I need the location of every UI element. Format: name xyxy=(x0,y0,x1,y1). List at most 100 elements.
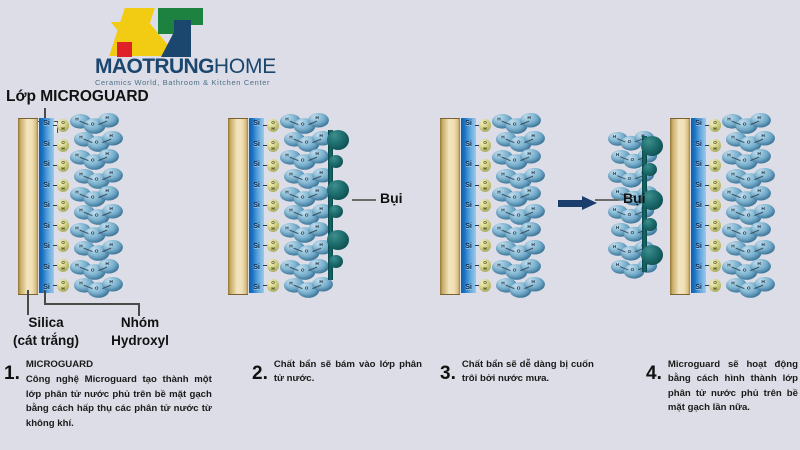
logo-green-stem xyxy=(158,8,175,34)
si-atom-label: Si xyxy=(253,243,260,250)
hydrogen-label: H xyxy=(615,188,620,194)
hydroxyl-group xyxy=(53,259,69,272)
hydrogen-label: H xyxy=(727,261,731,267)
water-hydrogen-lobe xyxy=(98,185,119,201)
step-body: Chất bẩn sẽ dễ dàng bị cuốn trôi bởi nướ… xyxy=(462,358,594,387)
hydroxyl-callout-line2: Hydroxyl xyxy=(111,333,169,349)
hydroxyl-callout: Nhóm Hydroxyl xyxy=(94,314,186,350)
oxygen-label: O xyxy=(94,212,99,218)
si-atom-label: Si xyxy=(253,120,260,127)
hydrogen-label: H xyxy=(527,224,531,230)
hydrogen-label: H xyxy=(501,243,505,249)
tile-substrate xyxy=(228,118,248,295)
hydroxyl-leader-vertical-down xyxy=(138,303,140,316)
hydrogen-label: H xyxy=(109,169,113,175)
oxygen-label: O xyxy=(630,157,635,162)
hydrogen-label: H xyxy=(319,242,323,248)
water-hydrogen-lobe xyxy=(98,149,119,164)
oxygen-label: O xyxy=(746,248,751,254)
step-item-2: 2. Chất bẩn sẽ bám vào lớp phân tử nước. xyxy=(252,358,422,387)
hydroxyl-group xyxy=(263,119,279,132)
si-atom-label: Si xyxy=(43,202,50,209)
si-oh-bond xyxy=(705,185,709,186)
oxygen-label: O xyxy=(94,175,99,182)
step-heading: MICROGUARD xyxy=(25,359,94,370)
hydroxyl-group xyxy=(705,259,721,272)
dust-blob xyxy=(327,130,349,150)
hydroxyl-group xyxy=(475,199,491,212)
hydroxyl-group xyxy=(53,179,69,192)
hydrogen-label: H xyxy=(727,188,731,195)
water-hydrogen-lobe xyxy=(98,222,119,237)
si-atom-label: Si xyxy=(695,222,702,230)
step-number: 4. xyxy=(646,363,662,384)
hydrogen-label: H xyxy=(105,224,109,230)
water-hydrogen-lobe xyxy=(750,113,771,128)
oxygen-label: O xyxy=(300,121,305,127)
oxygen-label: O xyxy=(94,248,99,254)
hydrogen-label: H xyxy=(527,151,531,157)
si-atom-label: Si xyxy=(253,222,260,230)
hydroxyl-group xyxy=(263,279,279,292)
hydrogen-label: H xyxy=(109,278,113,285)
si-oh-bond xyxy=(475,125,479,126)
water-hydrogen-lobe xyxy=(524,276,545,292)
hydroxyl-column xyxy=(705,119,722,292)
oxygen-label: O xyxy=(516,285,521,291)
water-hydrogen-lobe xyxy=(102,240,123,255)
oxygen-label: O xyxy=(746,175,751,182)
si-oh-bond xyxy=(263,125,267,126)
water-hydrogen-lobe xyxy=(754,131,775,146)
step-number: 3. xyxy=(440,363,456,384)
water-hydrogen-lobe xyxy=(520,113,541,128)
water-hydrogen-lobe xyxy=(754,276,775,292)
step-item-3: 3. Chất bẩn sẽ dễ dàng bị cuốn trôi bởi … xyxy=(440,358,600,387)
si-oh-bond xyxy=(53,225,57,226)
si-oh-bond xyxy=(475,145,479,146)
hydrogen-label: H xyxy=(285,188,289,195)
oxygen-label: O xyxy=(304,175,309,182)
si-oh-bond xyxy=(475,205,479,206)
si-oh-bond xyxy=(705,285,709,286)
si-atom-label: Si xyxy=(43,284,50,291)
si-atom-label: Si xyxy=(253,140,260,148)
hydrogen-label: H xyxy=(105,115,109,121)
hydrogen-label: H xyxy=(319,169,323,175)
si-oh-bond xyxy=(53,285,57,286)
hydrogen-label: H xyxy=(319,133,323,139)
hydroxyl-group xyxy=(475,179,491,192)
hydroxyl-group xyxy=(53,139,69,152)
oxygen-label: O xyxy=(746,285,751,291)
si-oh-bond xyxy=(53,245,57,246)
tile-substrate xyxy=(440,118,460,295)
hydrogen-label: H xyxy=(105,187,109,194)
water-hydrogen-lobe xyxy=(524,167,545,183)
si-oh-bond xyxy=(263,205,267,206)
hydrogen-label: H xyxy=(761,242,765,248)
oxygen-label: O xyxy=(630,266,635,272)
hydroxyl-group xyxy=(263,159,279,172)
si-atom-label: Si xyxy=(253,181,260,189)
water-hydrogen-lobe xyxy=(308,185,329,201)
logo-wordmark-light: HOME xyxy=(213,55,277,78)
hydroxyl-leader-horizontal xyxy=(44,303,139,305)
si-oh-bond xyxy=(263,285,267,286)
water-molecule: HOH xyxy=(608,204,655,226)
si-atom-label: Si xyxy=(695,202,702,209)
oxygen-label: O xyxy=(90,266,95,273)
hydroxyl-group xyxy=(53,279,69,292)
oxygen-label: O xyxy=(516,212,521,218)
dust-blob xyxy=(329,255,343,268)
hydroxyl-column xyxy=(53,119,70,292)
logo-mark-icon xyxy=(95,6,255,58)
hydrogen-label: H xyxy=(497,261,501,267)
hydrogen-label: H xyxy=(285,152,289,158)
hydrogen-label: H xyxy=(105,260,109,266)
